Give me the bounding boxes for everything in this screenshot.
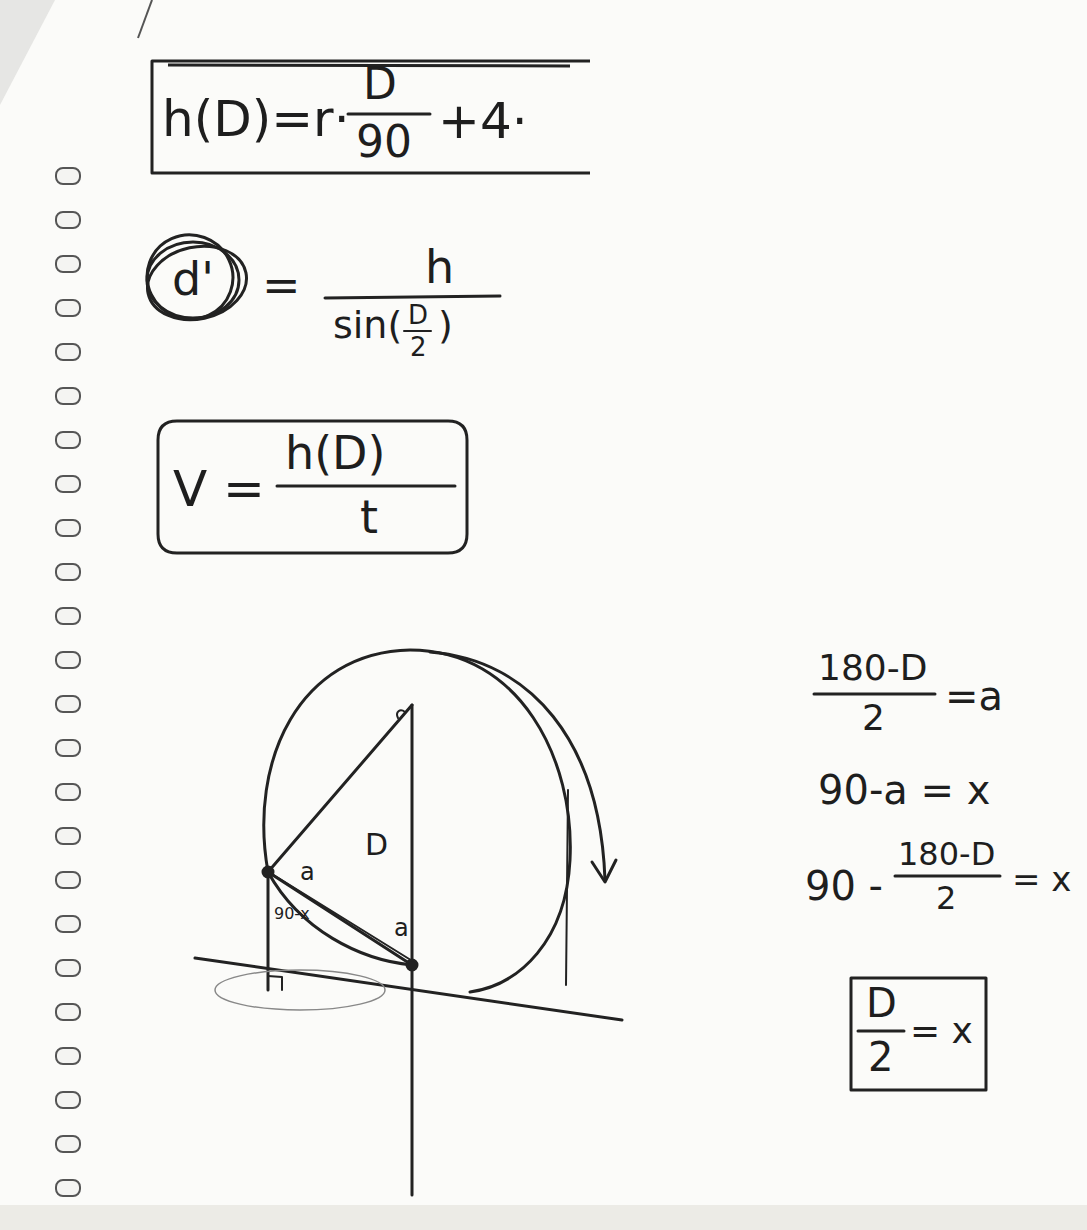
paper-edge <box>138 0 152 38</box>
formula-text: d' <box>172 256 214 302</box>
formula-text: V = <box>173 464 265 514</box>
spiral-hole <box>56 960 80 976</box>
formula-text: +4· <box>438 96 528 146</box>
box-border <box>152 61 590 173</box>
box-border <box>158 421 467 553</box>
formula-text: 90-a = x <box>818 770 990 810</box>
spiral-hole <box>56 476 80 492</box>
formula-text: h(D)=r· <box>162 94 350 144</box>
spiral-hole <box>56 564 80 580</box>
angle-label: 90-x <box>274 906 310 922</box>
formula-text: 180-D <box>898 838 995 870</box>
spiral-holes <box>56 168 80 1196</box>
spiral-hole <box>56 1004 80 1020</box>
formula-text: = x <box>1012 862 1071 896</box>
spiral-hole <box>56 1092 80 1108</box>
spiral-hole <box>56 344 80 360</box>
spiral-hole <box>56 1136 80 1152</box>
spiral-hole <box>56 520 80 536</box>
spiral-hole <box>56 212 80 228</box>
page-bottom <box>0 1205 1087 1230</box>
spiral-hole <box>56 696 80 712</box>
spiral-hole <box>56 828 80 844</box>
spiral-hole <box>56 608 80 624</box>
formula-text: =a <box>945 676 1003 716</box>
numerator: h(D) <box>285 430 385 476</box>
formula-text: ) <box>438 306 453 344</box>
spiral-hole <box>56 652 80 668</box>
spiral-hole <box>56 388 80 404</box>
numerator: D <box>866 983 897 1023</box>
boxed-formula: D 2 = x <box>848 975 989 1093</box>
ink-line <box>277 485 455 488</box>
circle-figure <box>195 650 622 1195</box>
denominator: 2 <box>868 1037 893 1077</box>
spiral-hole <box>56 1048 80 1064</box>
formula-text: sin( <box>333 306 402 344</box>
angle-label: D <box>365 830 388 860</box>
formula-strokes <box>135 223 1000 876</box>
spiral-hole <box>56 740 80 756</box>
formula-text: = <box>262 262 301 308</box>
formula-text: 2 <box>862 700 885 736</box>
ink-line <box>858 1030 904 1033</box>
spiral-hole <box>56 300 80 316</box>
formula-text: h <box>425 244 454 290</box>
formula-text: = x <box>910 1013 973 1049</box>
formula-text: 2 <box>936 882 956 914</box>
formula-text: D <box>408 302 428 328</box>
formula-text: 2 <box>410 334 427 360</box>
boxed-formula: h(D)=r· D 90 +4· <box>148 58 590 176</box>
page-corner <box>0 0 55 105</box>
spiral-hole <box>56 168 80 184</box>
formula-text: 180-D <box>818 650 927 686</box>
angle-label: a <box>394 916 409 940</box>
spiral-hole <box>56 872 80 888</box>
spiral-hole <box>56 256 80 272</box>
spiral-hole <box>56 784 80 800</box>
numerator: D <box>363 62 397 106</box>
boxed-formula: V = h(D) t <box>155 418 470 556</box>
ink-line <box>348 113 430 116</box>
denominator: 90 <box>356 120 412 164</box>
box-border <box>851 978 986 1090</box>
formula-text: 90 - <box>805 866 883 906</box>
angle-label: a <box>300 860 315 884</box>
spiral-hole <box>56 1180 80 1196</box>
spiral-hole <box>56 916 80 932</box>
spiral-hole <box>56 432 80 448</box>
denominator: t <box>360 494 378 540</box>
